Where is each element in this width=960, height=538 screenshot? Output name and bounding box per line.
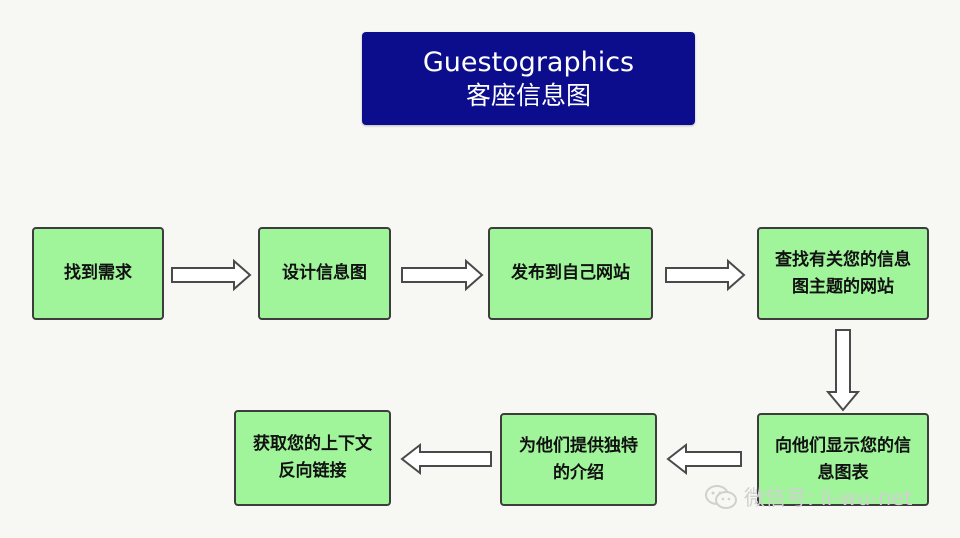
step-label: 为他们提供独特的介绍 (519, 435, 638, 483)
step-label: 查找有关您的信息图主题的网站 (775, 249, 911, 297)
title-chinese: 客座信息图 (465, 80, 591, 110)
step-publish-own-site: 发布到自己网站 (488, 227, 653, 320)
step-unique-intro: 为他们提供独特的介绍 (500, 413, 657, 506)
arrow-down-4 (825, 329, 861, 412)
step-find-topic-sites: 查找有关您的信息图主题的网站 (757, 227, 929, 320)
arrow-left-5 (666, 442, 742, 476)
wechat-icon (705, 485, 737, 509)
arrow-right-3 (665, 258, 746, 292)
step-label: 获取您的上下文反向链接 (253, 434, 372, 481)
step-design-infographic: 设计信息图 (258, 227, 391, 320)
step-show-infographic: 向他们显示您的信息图表 (757, 413, 929, 506)
step-label: 设计信息图 (282, 263, 367, 283)
step-get-backlinks: 获取您的上下文反向链接 (234, 410, 391, 506)
arrow-left-6 (400, 442, 492, 476)
title-english: Guestographics (422, 46, 635, 78)
step-label: 找到需求 (64, 263, 132, 283)
step-find-demand: 找到需求 (32, 227, 164, 320)
watermark: 微信号: li-wu-net (704, 482, 913, 512)
step-label: 向他们显示您的信息图表 (775, 435, 911, 483)
watermark-text: 微信号: li-wu-net (744, 486, 913, 510)
diagram-title-box: Guestographics 客座信息图 (362, 32, 695, 125)
step-label: 发布到自己网站 (511, 263, 630, 283)
arrow-right-2 (401, 258, 484, 292)
arrow-right-1 (171, 258, 252, 292)
